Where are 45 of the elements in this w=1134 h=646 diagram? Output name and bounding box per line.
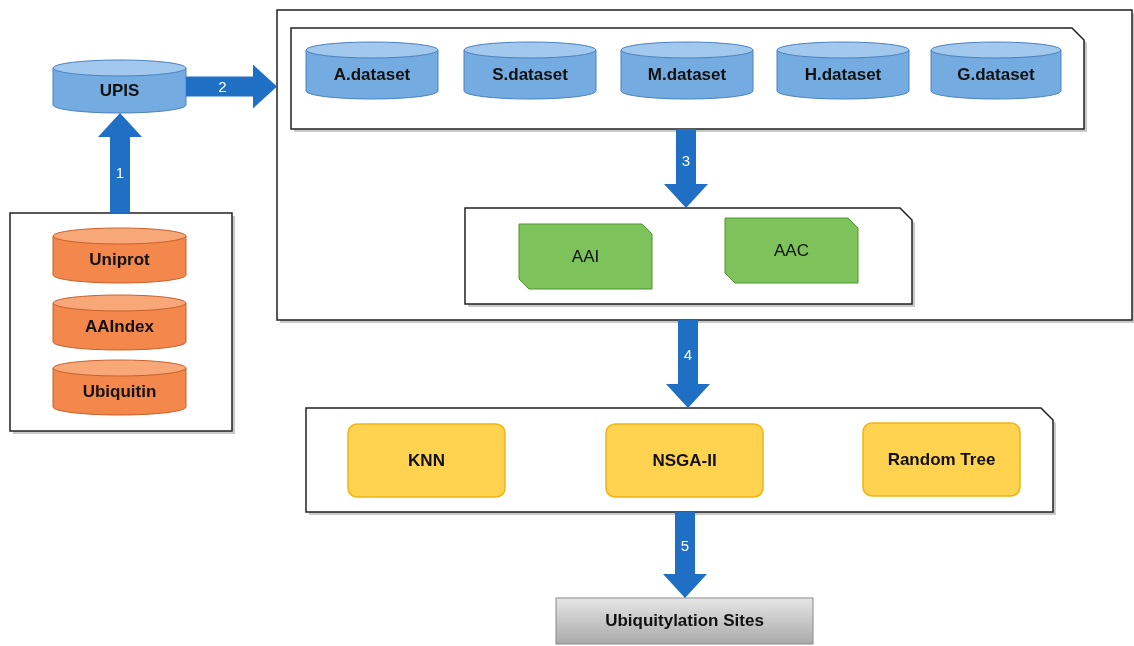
edge-label: 1 [115,165,125,181]
node-label: UPIS [99,80,140,101]
node-label: Uniprot [89,249,150,270]
node-label: AAI [571,246,600,267]
method-box [348,424,505,497]
database-cylinder [53,360,186,415]
edge-label: 5 [680,538,690,555]
node-label: S.dataset [492,64,568,85]
node-label: Ubiquitylation Sites [605,611,764,631]
edge-label: 2 [218,78,227,95]
block-arrow [664,129,708,208]
method-box [606,424,763,497]
feature-box [725,218,858,283]
edge-label: 3 [681,152,691,169]
database-cylinder [931,42,1061,99]
node-label: H.dataset [804,64,882,85]
block-arrow [663,512,707,598]
node-label: A.dataset [333,64,411,85]
block-arrow [98,113,142,213]
node-label: NSGA-II [652,450,717,471]
database-cylinder [777,42,909,99]
group-box [277,10,1132,320]
block-arrow [666,320,710,408]
node-label: Random Tree [887,449,996,470]
node-label: AAIndex [85,316,154,337]
node-label: KNN [408,450,445,471]
method-box [863,423,1020,496]
database-cylinder [53,228,186,283]
database-cylinder [53,295,186,350]
group-box [465,208,912,304]
edge-label: 4 [683,347,693,364]
group-box [306,408,1053,512]
node-label: AAC [774,240,809,261]
database-cylinder [53,60,186,113]
database-cylinder [621,42,753,99]
group-box [10,213,232,431]
database-cylinder [306,42,438,99]
database-cylinder [464,42,596,99]
block-arrow [186,64,277,109]
node-label: G.dataset [957,64,1035,85]
node-label: M.dataset [647,64,727,85]
feature-box [519,224,652,289]
node-label: Ubiquitin [82,381,157,402]
result-box [556,598,813,644]
group-box [291,28,1084,129]
